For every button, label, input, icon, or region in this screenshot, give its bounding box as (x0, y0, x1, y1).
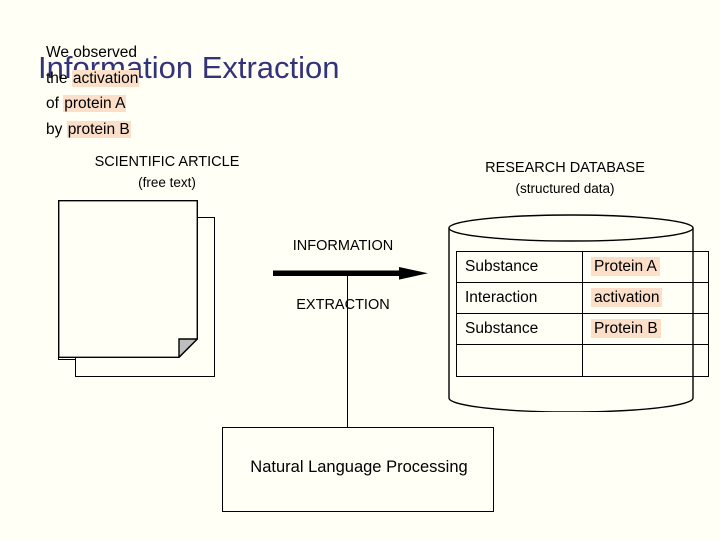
article-text-line: the activation (46, 66, 176, 92)
table-cell-value: Protein B (582, 313, 709, 345)
database-caption-sub: (structured data) (515, 181, 615, 196)
article-caption: SCIENTIFIC ARTICLE (free text) (48, 152, 286, 193)
table-cell-value-text: Protein A (591, 257, 660, 276)
article-text-highlight: activation (71, 69, 140, 87)
table-cell-value: Protein A (582, 251, 709, 283)
article-caption-sub: (free text) (138, 175, 196, 190)
table-row: Interaction activation (456, 282, 709, 314)
table-cell-value-text: activation (591, 288, 663, 307)
article-text-highlight: protein B (66, 120, 131, 138)
article-text-line: We observed (46, 40, 176, 66)
database-caption: RESEARCH DATABASE (structured data) (440, 158, 690, 199)
page-fold-icon (58, 200, 198, 358)
process-label-bottom: EXTRACTION (296, 297, 390, 313)
database-table: Substance Protein A Interaction activati… (456, 251, 709, 377)
nlp-box: Natural Language Processing (222, 427, 494, 512)
table-cell-value (582, 344, 709, 377)
table-cell-key: Substance (456, 251, 583, 283)
article-text-plain: We observed (46, 44, 138, 61)
article-text-plain: of (46, 95, 64, 112)
process-label-top: INFORMATION (292, 238, 394, 254)
article-text: We observed the activation of protein A … (46, 40, 176, 142)
right-arrow-icon (273, 267, 428, 280)
nlp-box-label: Natural Language Processing (250, 458, 468, 476)
document-page-front (58, 200, 198, 358)
table-row (456, 344, 709, 377)
article-caption-main: SCIENTIFIC ARTICLE (94, 154, 240, 170)
table-cell-key: Substance (456, 313, 583, 345)
table-cell-value: activation (582, 282, 709, 314)
extraction-process-group: INFORMATION EXTRACTION (258, 238, 428, 328)
document-stack (58, 200, 243, 390)
table-row: Substance Protein B (456, 313, 709, 345)
database-cylinder-icon: Substance Protein A Interaction activati… (448, 214, 709, 412)
table-cell-value-text: Protein B (591, 319, 661, 338)
table-row: Substance Protein A (456, 251, 709, 283)
article-text-plain: the (46, 69, 72, 87)
arrow-to-nlp-connector (347, 272, 349, 428)
article-text-line: by protein B (46, 117, 176, 143)
article-text-line: of protein A (46, 91, 176, 117)
article-text-highlight: protein A (63, 95, 127, 112)
database-caption-main: RESEARCH DATABASE (485, 160, 645, 176)
article-text-plain: by (46, 120, 67, 138)
table-cell-key: Interaction (456, 282, 583, 314)
table-cell-key (456, 344, 583, 377)
